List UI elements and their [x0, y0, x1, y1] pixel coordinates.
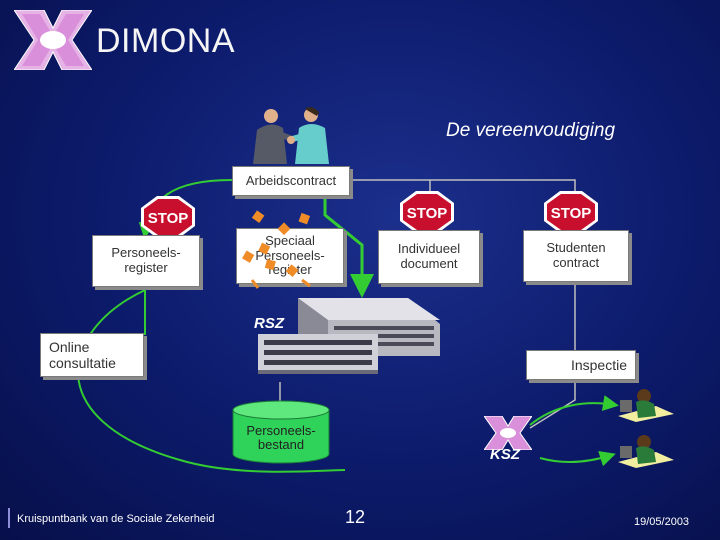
- node-rsz: RSZ: [254, 315, 284, 332]
- page-number: 12: [345, 507, 366, 527]
- rsz-building-icon: [258, 298, 440, 374]
- ksz-small-logo-icon: [484, 416, 532, 450]
- page-title: DIMONA: [96, 22, 235, 60]
- user-workstation-icon: [618, 435, 674, 468]
- link-contract-to-studenten: [348, 179, 576, 192]
- node-online-consultatie: Online consultatie: [40, 333, 144, 377]
- link-inspectie-to-ksz: [529, 382, 576, 429]
- node-ksz: KSZ: [490, 446, 520, 463]
- handshake-icon: [253, 107, 329, 164]
- link-online-consultatie: [77, 289, 346, 473]
- user-workstation-icon: [618, 389, 674, 422]
- ksz-logo-icon: [14, 10, 92, 70]
- page-subtitle: De vereenvoudiging: [446, 120, 616, 141]
- stop-sign-icon: STOP: [400, 191, 454, 233]
- footer-organization: Kruispuntbank van de Sociale Zekerheid: [17, 513, 215, 525]
- stop-sign-text: STOP: [551, 205, 592, 222]
- stop-sign-text: STOP: [148, 210, 189, 227]
- stop-sign-icon: STOP: [141, 196, 195, 238]
- link-ksz-to-user2: [539, 451, 616, 467]
- node-inspectie: Inspectie: [526, 350, 636, 380]
- stop-sign-icon: STOP: [544, 191, 598, 233]
- node-arbeidscontract: Arbeidscontract: [232, 166, 350, 196]
- footer-date: 19/05/2003: [634, 516, 690, 528]
- database-cylinder-icon: [232, 400, 330, 464]
- torn-pieces-icon: [242, 210, 311, 289]
- link-ksz-to-user1: [529, 395, 619, 426]
- node-studenten-contract: Studenten contract: [523, 230, 629, 282]
- node-speciaal-personeelsregister: Speciaal Personeels- register: [236, 228, 344, 284]
- node-personeelsbestand: Personeels- bestand: [246, 423, 316, 453]
- node-individueel-document: Individueel document: [378, 230, 480, 284]
- stop-sign-text: STOP: [407, 205, 448, 222]
- node-personeelsregister: Personeels- register: [92, 235, 200, 287]
- footer-accent-bar: [8, 508, 10, 528]
